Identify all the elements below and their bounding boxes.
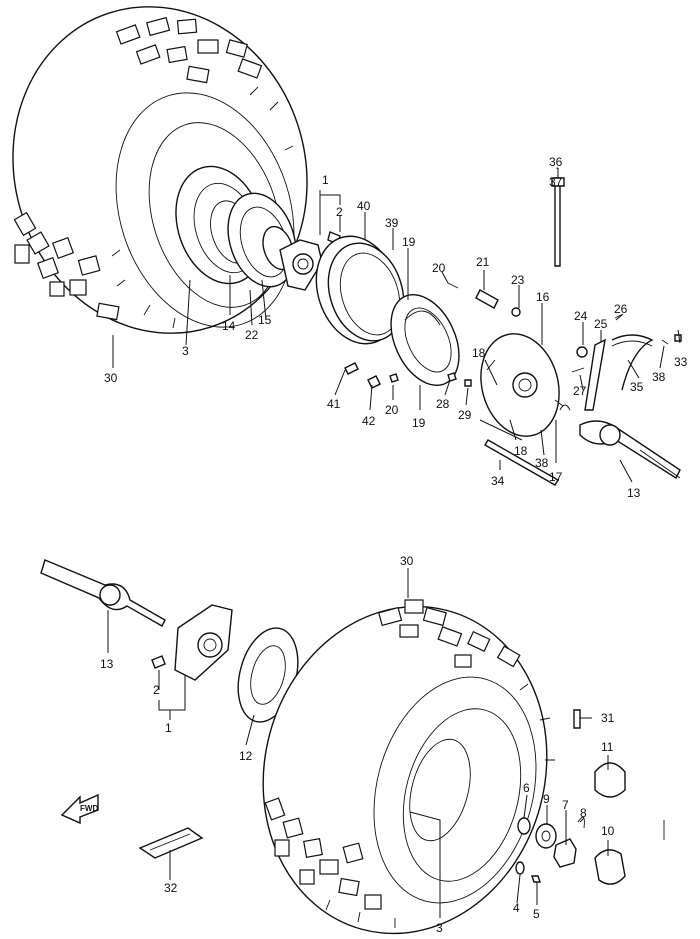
small-bolts-top	[344, 362, 472, 389]
label-31: 31	[601, 711, 615, 725]
label-26: 26	[614, 302, 628, 316]
label-19-bottom: 19	[412, 416, 426, 430]
label-23: 23	[511, 273, 525, 287]
label-1-bottom: 1	[165, 721, 172, 735]
part-labels: 1 2 40 39 19 36 37 20 21 23 16 24 25 26 …	[100, 155, 688, 935]
brake-drum	[315, 235, 405, 345]
leader-lines	[107, 168, 681, 918]
label-28: 28	[436, 397, 450, 411]
label-12: 12	[239, 749, 253, 763]
label-20-top: 20	[432, 261, 446, 275]
fwd-arrow-text: FWD	[80, 804, 98, 813]
tire-bottom-tread	[264, 599, 521, 910]
label-37: 37	[549, 175, 563, 189]
label-25: 25	[594, 317, 608, 331]
label-9: 9	[543, 792, 550, 806]
cam-arm-parts	[447, 177, 682, 411]
label-29: 29	[458, 408, 472, 422]
label-22: 22	[245, 328, 259, 342]
axle-pin	[484, 439, 559, 486]
tire-bottom	[262, 599, 555, 935]
label-24: 24	[574, 309, 588, 323]
label-8: 8	[580, 806, 587, 820]
label-14: 14	[222, 319, 236, 333]
label-18-upper: 18	[472, 346, 486, 360]
label-19-top: 19	[402, 235, 416, 249]
label-40: 40	[357, 199, 371, 213]
tag-plate	[138, 827, 204, 859]
brake-backing-plate	[480, 333, 564, 437]
label-2-top: 2	[336, 205, 343, 219]
tire-top	[12, 6, 308, 334]
label-1-top: 1	[322, 173, 329, 187]
label-6: 6	[523, 781, 530, 795]
label-38-right: 38	[652, 370, 666, 384]
label-11: 11	[601, 740, 614, 754]
seal-group-top	[227, 192, 297, 288]
label-4: 4	[513, 901, 520, 915]
tire-top-tread	[13, 16, 263, 321]
label-21: 21	[476, 255, 490, 269]
label-41: 41	[327, 397, 341, 411]
axle-top	[579, 420, 681, 480]
label-7: 7	[562, 798, 569, 812]
label-30-bottom: 30	[400, 554, 414, 568]
axle-nut-parts	[515, 709, 665, 885]
fwd-direction-arrow: FWD	[60, 793, 99, 825]
label-13-top: 13	[627, 486, 641, 500]
label-30-top: 30	[104, 371, 118, 385]
brake-shoes	[390, 293, 460, 387]
label-5: 5	[533, 907, 540, 921]
label-35: 35	[630, 380, 644, 394]
label-15: 15	[258, 313, 272, 327]
label-17: 17	[549, 470, 563, 484]
label-18-lower: 18	[514, 444, 528, 458]
label-38-lower: 38	[535, 456, 549, 470]
label-10: 10	[601, 824, 615, 838]
label-39: 39	[385, 216, 399, 230]
label-2-bottom: 2	[153, 683, 160, 697]
label-34: 34	[491, 474, 505, 488]
label-36-dot: ·	[555, 159, 560, 175]
label-13-bottom: 13	[100, 657, 114, 671]
label-3-top: 3	[182, 344, 189, 358]
hub-bottom	[151, 604, 233, 681]
label-27: 27	[573, 384, 587, 398]
label-3-bottom: 3	[436, 921, 443, 935]
label-16: 16	[536, 290, 550, 304]
hub-top	[279, 231, 341, 291]
label-42: 42	[362, 414, 376, 428]
axle-bottom	[40, 559, 166, 627]
label-20-bottom: 20	[385, 403, 399, 417]
label-33: 33	[674, 355, 688, 369]
label-36: 36	[549, 155, 563, 169]
label-32: 32	[164, 881, 178, 895]
